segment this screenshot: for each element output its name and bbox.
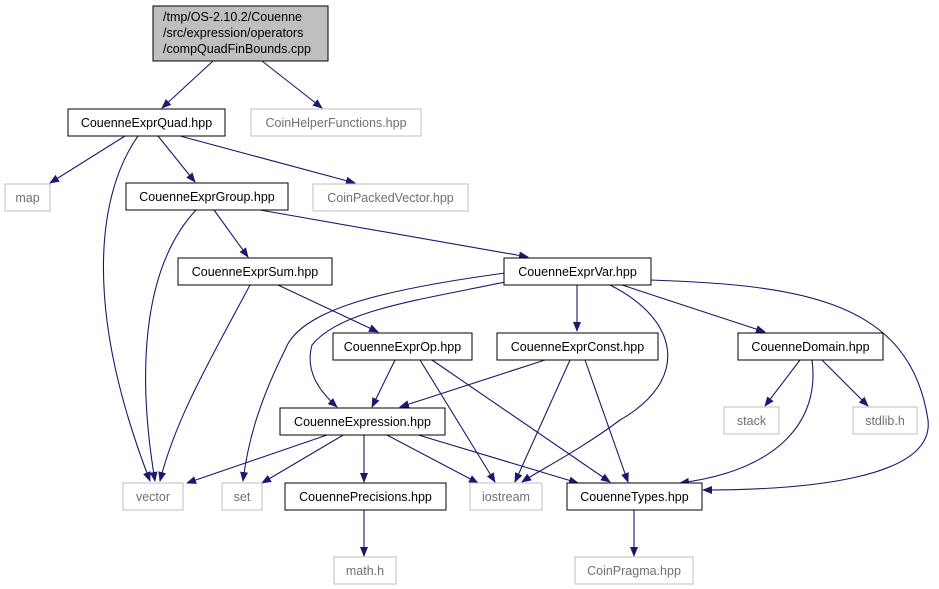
- node-couenneexprop-hpp[interactable]: CouenneExprOp.hpp: [332, 332, 473, 361]
- node-couenneexprgroup-hpp[interactable]: CouenneExprGroup.hpp: [125, 182, 289, 211]
- node-vector: vector: [122, 482, 184, 511]
- edge-exprvar-to-domain: [621, 284, 766, 333]
- edge-expression-to-set: [261, 433, 346, 484]
- node-label: iostream: [482, 490, 530, 504]
- node-couenneexprconst-hpp[interactable]: CouenneExprConst.hpp: [496, 332, 659, 361]
- node-label: CouenneExpression.hpp: [294, 415, 431, 429]
- node-math-h: math.h: [333, 556, 397, 585]
- node-couenneexprvar-hpp[interactable]: CouenneExprVar.hpp: [503, 257, 652, 286]
- edge-exprconst-to-types: [584, 359, 629, 483]
- node-label: set: [234, 490, 251, 504]
- node-label: CouenneExprConst.hpp: [511, 340, 644, 354]
- edge-exprconst-to-iostream: [514, 359, 571, 483]
- node-coinpackedvector-hpp: CoinPackedVector.hpp: [312, 183, 469, 212]
- edge-exprquad-to-map: [49, 135, 126, 184]
- node-label: math.h: [346, 564, 384, 578]
- edge-exprgroup-to-exprsum: [213, 209, 249, 258]
- node-label: CouenneExprQuad.hpp: [81, 116, 212, 130]
- node-couenneexprquad-hpp[interactable]: CouenneExprQuad.hpp: [67, 108, 226, 137]
- edge-main-to-exprquad: [161, 60, 214, 109]
- node-label: CoinHelperFunctions.hpp: [265, 116, 406, 130]
- edge-exprop-to-expression: [371, 359, 396, 408]
- edge-expression-to-types: [414, 433, 579, 485]
- node-label: CouenneExprSum.hpp: [192, 265, 319, 279]
- node-couenneexprsum-hpp[interactable]: CouenneExprSum.hpp: [177, 257, 333, 286]
- node-label: CouenneDomain.hpp: [751, 340, 869, 354]
- edge-exprop-to-types: [431, 359, 611, 483]
- node-map: map: [4, 183, 51, 212]
- node-label: CouenneExprGroup.hpp: [139, 190, 275, 204]
- node-set: set: [221, 482, 263, 511]
- edge-exprquad-to-vector: [102, 135, 151, 482]
- edge-exprconst-to-expression: [399, 359, 546, 409]
- edge-expression-to-iostream: [384, 433, 479, 484]
- edge-exprvar-to-iostream: [521, 284, 669, 483]
- node-iostream: iostream: [469, 482, 543, 511]
- node-label: CoinPragma.hpp: [587, 564, 681, 578]
- node-coinpragma-hpp: CoinPragma.hpp: [574, 556, 694, 585]
- edge-exprvar-to-expression: [309, 280, 511, 408]
- edge-domain-to-stdlib: [821, 359, 869, 407]
- edge-exprgroup-to-vector: [145, 209, 197, 482]
- node-couenneprecisions-hpp[interactable]: CouennePrecisions.hpp: [284, 482, 447, 511]
- edge-domain-to-stack: [764, 359, 801, 407]
- edge-expression-to-vector: [186, 433, 331, 484]
- node-label: CouennePrecisions.hpp: [299, 490, 432, 504]
- node-label: stack: [737, 414, 767, 428]
- edge-exprsum-to-exprop: [277, 284, 379, 333]
- node-label: vector: [136, 490, 170, 504]
- edge-domain-to-types: [679, 359, 814, 486]
- node-line-1: /tmp/OS-2.10.2/Couenne: [163, 10, 302, 24]
- node-label: CouenneExprOp.hpp: [344, 340, 461, 354]
- node-stack: stack: [723, 406, 780, 435]
- node-label: CouenneTypes.hpp: [580, 490, 688, 504]
- node-label: CoinPackedVector.hpp: [327, 191, 454, 205]
- node-couenneexpression-hpp[interactable]: CouenneExpression.hpp: [279, 407, 446, 436]
- edges: [49, 60, 929, 557]
- node-line-2: /src/expression/operators: [163, 26, 303, 40]
- node-label: map: [15, 191, 39, 205]
- edge-main-to-coinhelper: [261, 60, 323, 109]
- edge-exprgroup-to-exprvar: [259, 209, 529, 260]
- node-compquadfinbounds-cpp: /tmp/OS-2.10.2/Couenne /src/expression/o…: [152, 5, 329, 62]
- node-couennetypes-hpp[interactable]: CouenneTypes.hpp: [566, 482, 703, 511]
- node-stdlib-h: stdlib.h: [852, 406, 918, 435]
- node-coinhelperfunctions-hpp: CoinHelperFunctions.hpp: [250, 108, 422, 137]
- node-label: stdlib.h: [865, 414, 905, 428]
- edge-exprquad-to-exprgroup: [157, 135, 196, 183]
- node-label: CouenneExprVar.hpp: [518, 265, 637, 279]
- edge-exprvar-to-set: [240, 272, 506, 482]
- edge-exprvar-to-types: [649, 279, 929, 494]
- edge-exprop-to-iostream: [419, 359, 496, 483]
- node-line-3: /compQuadFinBounds.cpp: [163, 42, 311, 56]
- node-couennedomain-hpp[interactable]: CouenneDomain.hpp: [737, 332, 884, 361]
- edge-exprquad-to-coinpacked: [179, 135, 356, 185]
- edge-exprsum-to-vector: [158, 284, 251, 482]
